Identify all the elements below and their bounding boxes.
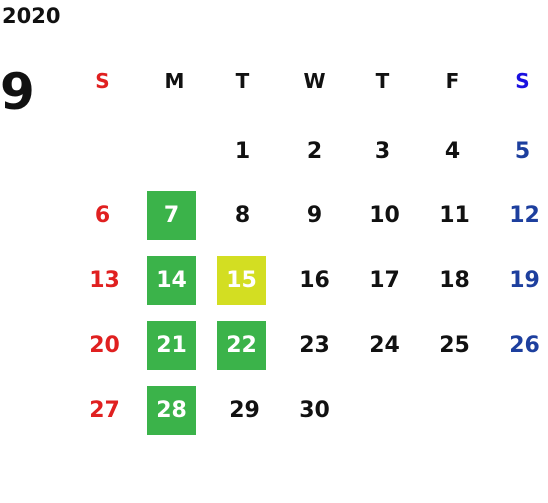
- day-cell-sunday[interactable]: 6: [94, 202, 111, 228]
- day-cell[interactable]: 4: [444, 138, 461, 164]
- day-cell[interactable]: 2: [306, 138, 323, 164]
- day-cell-sunday[interactable]: 13: [89, 267, 120, 293]
- weekday-header-friday: F: [445, 68, 460, 93]
- weekday-header-thursday: T: [375, 68, 390, 93]
- day-cell[interactable]: 30: [299, 397, 330, 423]
- day-cell-saturday[interactable]: 26: [509, 332, 540, 358]
- day-cell[interactable]: 24: [369, 332, 400, 358]
- day-cell[interactable]: 10: [369, 202, 400, 228]
- day-cell-highlighted[interactable]: 21: [147, 321, 196, 370]
- day-cell-saturday[interactable]: 12: [509, 202, 540, 228]
- day-cell-today[interactable]: 15: [217, 256, 266, 305]
- day-cell-saturday[interactable]: 19: [509, 267, 540, 293]
- day-cell[interactable]: 17: [369, 267, 400, 293]
- year-label: 2020: [2, 4, 61, 28]
- day-cell-sunday[interactable]: 20: [89, 332, 120, 358]
- day-cell[interactable]: 9: [306, 202, 323, 228]
- day-cell[interactable]: 29: [229, 397, 260, 423]
- day-cell-highlighted[interactable]: 14: [147, 256, 196, 305]
- day-cell-highlighted[interactable]: 28: [147, 386, 196, 435]
- weekday-header-tuesday: T: [235, 68, 250, 93]
- day-cell[interactable]: 16: [299, 267, 330, 293]
- day-cell-saturday[interactable]: 5: [514, 138, 531, 164]
- weekday-header-saturday: S: [515, 68, 530, 93]
- weekday-header-sunday: S: [95, 68, 110, 93]
- day-cell[interactable]: 18: [439, 267, 470, 293]
- day-cell-highlighted[interactable]: 7: [147, 191, 196, 240]
- day-cell[interactable]: 11: [439, 202, 470, 228]
- day-cell[interactable]: 3: [374, 138, 391, 164]
- weekday-header-wednesday: W: [303, 68, 326, 93]
- day-cell[interactable]: 25: [439, 332, 470, 358]
- day-cell[interactable]: 1: [234, 138, 251, 164]
- month-number: 9: [0, 63, 35, 121]
- weekday-header-monday: M: [164, 68, 185, 93]
- day-cell[interactable]: 8: [234, 202, 251, 228]
- day-cell[interactable]: 23: [299, 332, 330, 358]
- day-cell-sunday[interactable]: 27: [89, 397, 120, 423]
- day-cell-highlighted[interactable]: 22: [217, 321, 266, 370]
